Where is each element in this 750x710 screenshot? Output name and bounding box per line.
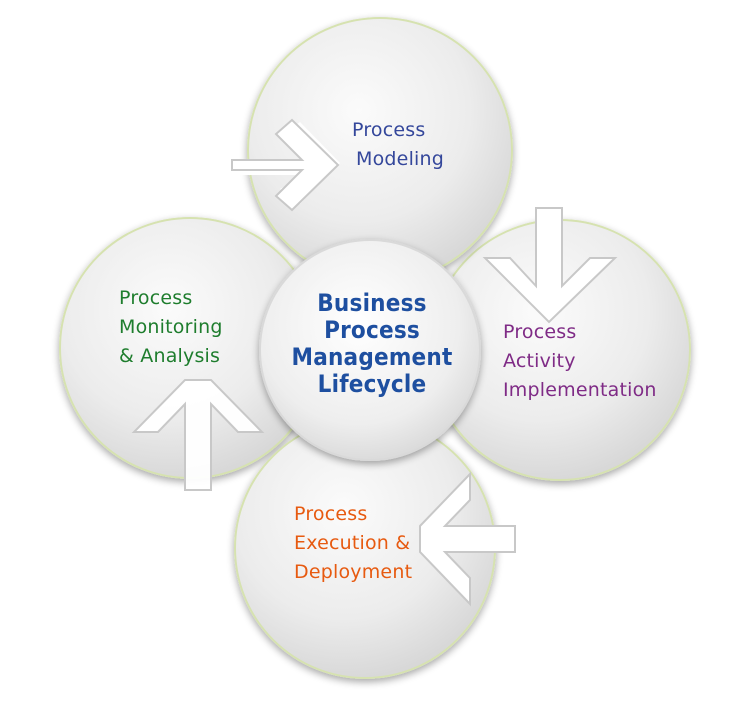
center-line-3: Management — [291, 343, 453, 371]
center-line-4: Lifecycle — [317, 370, 427, 398]
stage-monitoring-label: Process Monitoring & Analysis — [119, 284, 223, 371]
implementation-line-3: Implementation — [503, 379, 657, 401]
execution-line-1: Process — [294, 503, 368, 525]
arrow-down-icon — [485, 208, 615, 322]
stage-implementation-label: Process Activity Implementation — [503, 318, 657, 405]
stage-modeling-label: Process Modeling — [352, 116, 444, 174]
monitoring-line-2: Monitoring — [119, 316, 223, 338]
arrow-left-icon — [420, 474, 515, 604]
execution-line-3: Deployment — [294, 561, 413, 583]
center-title: Business Process Management Lifecycle — [262, 290, 482, 398]
implementation-line-1: Process — [503, 321, 577, 343]
monitoring-line-1: Process — [119, 287, 193, 309]
arrow-up-icon — [134, 380, 262, 490]
implementation-line-2: Activity — [503, 350, 576, 372]
execution-line-2: Execution & — [294, 532, 411, 554]
monitoring-line-3: & Analysis — [119, 345, 221, 367]
modeling-line-2: Modeling — [356, 148, 445, 170]
modeling-line-1: Process — [352, 119, 426, 141]
center-disc — [259, 239, 481, 461]
center-line-2: Process — [324, 316, 420, 344]
stage-execution-label: Process Execution & Deployment — [294, 500, 412, 587]
center-line-1: Business — [317, 289, 427, 317]
